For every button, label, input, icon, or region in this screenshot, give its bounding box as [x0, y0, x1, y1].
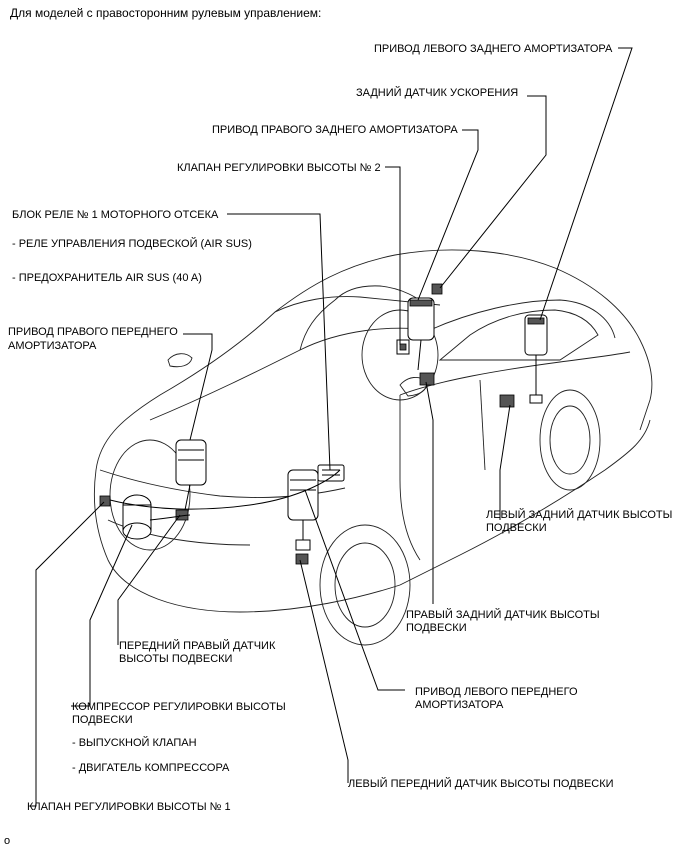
label-compressor-1: КОМПРЕССОР РЕГУЛИРОВКИ ВЫСОТЫ [72, 701, 286, 713]
rear-acceleration-sensor [431, 283, 443, 295]
label-front-left-actuator-1: ПРИВОД ЛЕВОГО ПЕРЕДНЕГО [415, 686, 578, 698]
label-rear-right-height-1: ПРАВЫЙ ЗАДНИЙ ДАТЧИК ВЫСОТЫ [406, 609, 600, 621]
label-height-valve-2: КЛАПАН РЕГУЛИРОВКИ ВЫСОТЫ № 2 [177, 162, 381, 174]
label-compressor-sub-2: - ДВИГАТЕЛЬ КОМПРЕССОРА [72, 762, 230, 774]
label-front-right-actuator-2: АМОРТИЗАТОРА [8, 340, 97, 352]
front-left-shock-actuator [287, 469, 319, 551]
engine-relay-block-1 [317, 464, 345, 482]
label-rear-right-height-2: ПОДВЕСКИ [406, 622, 467, 634]
diagram-header: Для моделей с правосторонним рулевым упр… [10, 6, 322, 20]
height-control-valve-2 [396, 339, 410, 355]
label-compressor-sub-1: - ВЫПУСКНОЙ КЛАПАН [72, 737, 197, 749]
label-relay-sub-1: - РЕЛЕ УПРАВЛЕНИЯ ПОДВЕСКОЙ (AIR SUS) [12, 238, 252, 250]
front-right-shock-actuator [175, 439, 207, 511]
front-left-wheel [319, 524, 411, 646]
label-rear-left-height-2: ПОДВЕСКИ [486, 522, 547, 534]
car-outline [93, 249, 653, 613]
leader-lines [30, 47, 633, 807]
rear-right-height-sensor [419, 372, 435, 386]
label-front-left-height: ЛЕВЫЙ ПЕРЕДНИЙ ДАТЧИК ВЫСОТЫ ПОДВЕСКИ [348, 778, 614, 790]
label-front-left-actuator-2: АМОРТИЗАТОРА [415, 699, 504, 711]
label-rear-accel-sensor: ЗАДНИЙ ДАТЧИК УСКОРЕНИЯ [356, 87, 519, 99]
air-lines [109, 469, 341, 521]
label-rear-left-height-1: ЛЕВЫЙ ЗАДНИЙ ДАТЧИК ВЫСОТЫ [486, 509, 673, 521]
rear-left-wheel [539, 389, 601, 491]
height-control-compressor [122, 494, 152, 540]
label-front-right-actuator-1: ПРИВОД ПРАВОГО ПЕРЕДНЕГО [8, 326, 178, 338]
label-rear-right-actuator: ПРИВОД ПРАВОГО ЗАДНЕГО АМОРТИЗАТОРА [212, 124, 458, 136]
label-rear-left-actuator: ПРИВОД ЛЕВОГО ЗАДНЕГО АМОРТИЗАТОРА [374, 43, 613, 55]
label-height-valve-1: КЛАПАН РЕГУЛИРОВКИ ВЫСОТЫ № 1 [27, 801, 231, 813]
front-right-wheel [109, 439, 191, 551]
label-compressor-2: ПОДВЕСКИ [72, 714, 133, 726]
label-front-right-height-2: ВЫСОТЫ ПОДВЕСКИ [119, 653, 233, 665]
rear-left-height-sensor [499, 394, 515, 408]
rear-left-shock-actuator [524, 314, 548, 404]
rear-right-shock-actuator [407, 297, 435, 371]
front-left-height-sensor [295, 553, 309, 565]
footer-mark: o [4, 835, 11, 847]
label-front-right-height-1: ПЕРЕДНИЙ ПРАВЫЙ ДАТЧИК [119, 640, 276, 652]
label-relay-block: БЛОК РЕЛЕ № 1 МОТОРНОГО ОТСЕКА [12, 209, 219, 221]
height-control-valve-1 [99, 495, 111, 507]
label-relay-sub-2: - ПРЕДОХРАНИТЕЛЬ AIR SUS (40 A) [12, 272, 202, 284]
